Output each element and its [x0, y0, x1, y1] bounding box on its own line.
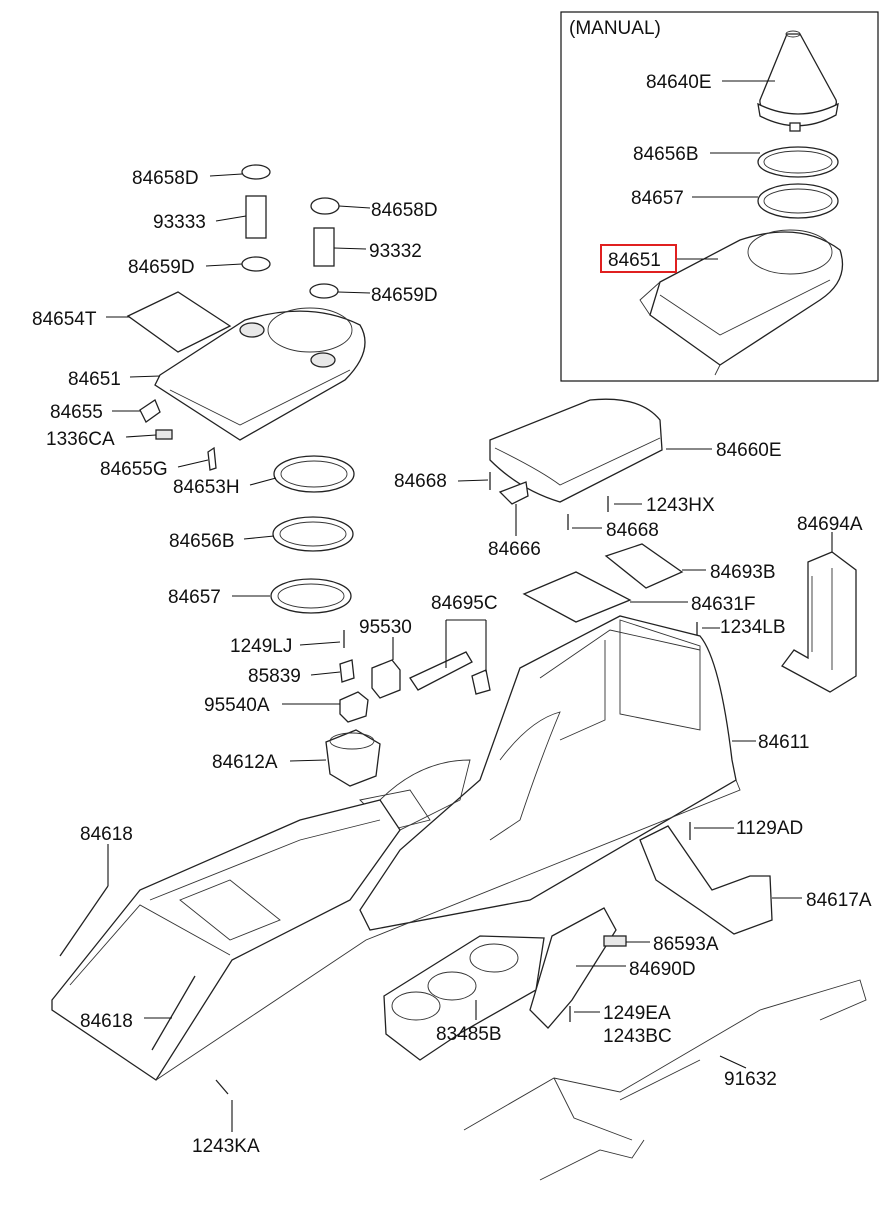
cup-84612a-drawing [325, 729, 381, 787]
part-label-84690d[interactable]: 84690D [629, 959, 696, 980]
trim-ring-upper-drawing [757, 146, 839, 178]
part-86593a-drawing [603, 935, 627, 947]
leader-lines [106, 173, 833, 1132]
part-label-84611[interactable]: 84611 [758, 732, 809, 753]
part-label-84659d-left[interactable]: 84659D [128, 257, 195, 278]
part-label-84660e[interactable]: 84660E [716, 440, 782, 461]
hinge-84666-drawing [498, 481, 529, 505]
floor-frame-drawing [51, 779, 741, 1095]
console-cover-drawing [154, 307, 366, 441]
console-cover-manual-drawing [639, 229, 844, 376]
part-label-85839[interactable]: 85839 [248, 666, 301, 687]
clip-84655g-drawing [207, 446, 217, 471]
part-label-84654t[interactable]: 84654T [32, 309, 97, 330]
socket-95540a-drawing [339, 691, 369, 723]
part-label-91632[interactable]: 91632 [724, 1069, 777, 1090]
part-label-84668-top[interactable]: 84668 [394, 471, 447, 492]
cap-84658d-left-drawing [241, 164, 271, 180]
cap-84659d-left-drawing [241, 256, 271, 272]
part-label-1243bc[interactable]: 1243BC [603, 1026, 672, 1047]
part-label-84653h[interactable]: 84653H [173, 477, 240, 498]
strip-84618-bottom-drawing [151, 975, 196, 1051]
wiring-harness-drawing [463, 979, 867, 1181]
part-label-84657[interactable]: 84657 [168, 587, 221, 608]
trim-ring-lower-drawing [757, 183, 839, 219]
highlight-box-84651-manual [600, 244, 677, 273]
part-label-84612a[interactable]: 84612A [212, 752, 278, 773]
part-label-84618-top[interactable]: 84618 [80, 824, 133, 845]
part-label-84617a[interactable]: 84617A [806, 890, 872, 911]
part-label-84658d-left[interactable]: 84658D [132, 168, 199, 189]
shift-boot-drawing [757, 30, 839, 132]
part-label-84655[interactable]: 84655 [50, 402, 103, 423]
socket-95530-drawing [371, 659, 401, 699]
pad-84654t-drawing [126, 291, 232, 353]
armrest-parts [489, 398, 857, 693]
bracket-84690d-drawing [529, 907, 617, 1029]
part-label-84695c[interactable]: 84695C [431, 593, 498, 614]
part-label-84640e-manual[interactable]: 84640E [646, 72, 712, 93]
strip-84618-top-drawing [59, 885, 109, 957]
part-label-84657-manual[interactable]: 84657 [631, 188, 684, 209]
part-label-84694a[interactable]: 84694A [797, 514, 863, 535]
part-label-1243ka[interactable]: 1243KA [192, 1136, 260, 1157]
main-console-drawing [359, 615, 737, 931]
part-label-1243hx[interactable]: 1243HX [646, 495, 715, 516]
ring-84657-drawing [270, 578, 352, 614]
part-label-83485b[interactable]: 83485B [436, 1024, 502, 1045]
part-label-1336ca[interactable]: 1336CA [46, 429, 115, 450]
part-label-84651[interactable]: 84651 [68, 369, 121, 390]
cap-84658d-right-drawing [310, 197, 340, 215]
part-label-84631f[interactable]: 84631F [691, 594, 755, 615]
ring-84653h-drawing [273, 455, 355, 493]
bracket-84617a-drawing [639, 822, 773, 935]
part-label-84693b[interactable]: 84693B [710, 562, 776, 583]
cover-84693b-drawing [604, 543, 684, 589]
part-label-84656b[interactable]: 84656B [169, 531, 235, 552]
part-label-1129ad[interactable]: 1129AD [736, 818, 803, 839]
mat-84631f-drawing [522, 571, 632, 623]
part-label-84659d-right[interactable]: 84659D [371, 285, 438, 306]
part-label-84651-manual[interactable]: 84651 [608, 250, 661, 271]
part-label-95540a[interactable]: 95540A [204, 695, 270, 716]
armrest-lid-84660e-drawing [489, 398, 663, 503]
part-label-1249lj[interactable]: 1249LJ [230, 636, 292, 657]
manual-inset: (MANUAL) 84640E [560, 11, 879, 382]
part-label-84668-bottom[interactable]: 84668 [606, 520, 659, 541]
part-label-1249ea[interactable]: 1249EA [603, 1003, 671, 1024]
clip-85839-drawing [339, 659, 355, 683]
manual-inset-title: (MANUAL) [569, 18, 661, 39]
manual-inset-border [560, 11, 879, 382]
part-label-95530[interactable]: 95530 [359, 617, 412, 638]
screw-1243ka-drawing [215, 1079, 229, 1095]
screw-1336ca-drawing [155, 429, 173, 440]
part-label-86593a[interactable]: 86593A [653, 934, 719, 955]
part-label-84658d-right[interactable]: 84658D [371, 200, 438, 221]
part-label-84655g[interactable]: 84655G [100, 459, 168, 480]
cup-holder-drawing [383, 907, 627, 1061]
switch-93332-drawing [313, 227, 335, 267]
left-upper-parts [126, 164, 491, 787]
part-label-84666[interactable]: 84666 [488, 539, 541, 560]
part-label-84618-bottom[interactable]: 84618 [80, 1011, 133, 1032]
clip-84655-drawing [139, 399, 161, 423]
panel-84695c-drawing [409, 651, 473, 691]
part-labels: 84658D 93333 84659D 84658D 93332 84659D … [32, 168, 872, 1157]
cap-84659d-right-drawing [309, 283, 339, 299]
switch-93333-drawing [245, 195, 267, 239]
part-label-93332[interactable]: 93332 [369, 241, 422, 262]
bracket-84694a-drawing [781, 551, 857, 693]
part-label-84656b-manual[interactable]: 84656B [633, 144, 699, 165]
part-label-1234lb[interactable]: 1234LB [720, 617, 786, 638]
part-label-93333[interactable]: 93333 [153, 212, 206, 233]
ring-84656b-drawing [272, 516, 354, 552]
